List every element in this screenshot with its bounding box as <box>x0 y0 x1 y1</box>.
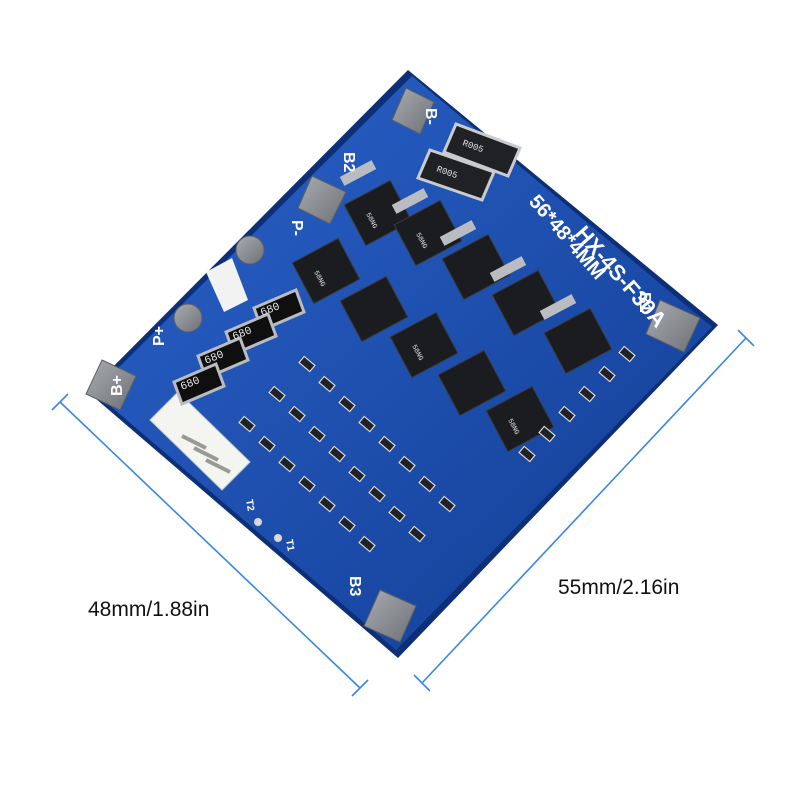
pad-b-minus <box>391 87 435 135</box>
test-points <box>254 518 282 542</box>
label-b-minus: B- <box>422 108 439 125</box>
mosfet-tabs <box>339 160 577 320</box>
label-b2: B2 <box>340 152 357 173</box>
height-dimension-line <box>421 337 747 684</box>
pad-b2 <box>297 175 347 225</box>
mosfet-4 <box>491 269 561 337</box>
pcb-board <box>85 70 718 658</box>
pad-b3 <box>363 589 417 643</box>
pad-b-plus <box>85 359 137 411</box>
mosfets <box>291 179 613 453</box>
height-dimension-tick-end <box>737 329 755 347</box>
label-t1: T1 <box>283 539 296 553</box>
terminal-strip <box>206 258 248 312</box>
balance-resistors <box>172 287 306 407</box>
smd-components <box>238 345 636 553</box>
label-b-plus: B+ <box>109 375 126 396</box>
balance-connector <box>149 391 251 491</box>
height-dimension-tick-start <box>413 674 431 692</box>
label-p-minus: P- <box>288 220 305 236</box>
resistor-680-4 <box>172 361 226 407</box>
dimension-lines <box>51 329 755 697</box>
pad-p-plus <box>173 303 203 333</box>
pad-p-minus <box>235 235 265 265</box>
width-dimension-label: 48mm/1.88in <box>88 598 210 621</box>
mosfet-7 <box>339 275 409 343</box>
width-dimension-tick-start <box>51 393 69 411</box>
label-p-plus: P+ <box>151 326 168 346</box>
mosfet-8 <box>389 311 459 379</box>
mosfet-9 <box>437 349 507 417</box>
label-b1: B1 <box>636 292 653 313</box>
label-t2: T2 <box>243 499 256 513</box>
width-dimension-tick-end <box>351 679 369 697</box>
mosfet-6 <box>291 237 361 305</box>
height-dimension-label: 55mm/2.16in <box>558 576 680 599</box>
mosfet-10 <box>485 385 555 453</box>
shunt-resistors <box>415 122 522 202</box>
mosfet-3 <box>441 233 511 301</box>
pad-b1 <box>645 299 701 353</box>
label-b3: B3 <box>346 576 363 597</box>
solder-pads <box>85 87 701 643</box>
width-dimension-line <box>59 401 361 689</box>
mosfet-2 <box>393 199 463 267</box>
mosfet-5 <box>543 307 613 375</box>
